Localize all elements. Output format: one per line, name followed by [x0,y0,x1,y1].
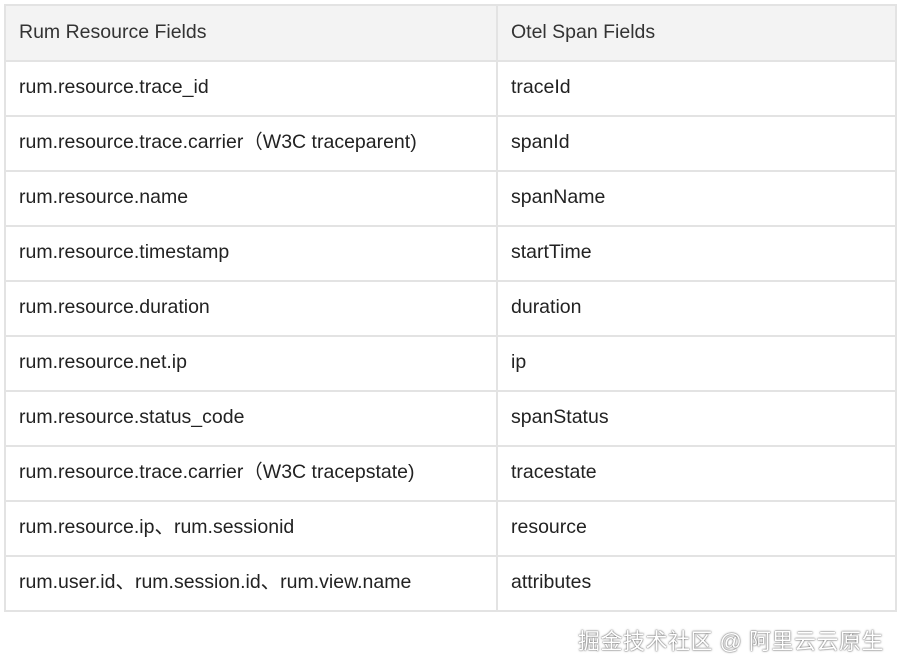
table-row: rum.user.id、rum.session.id、rum.view.name… [4,555,897,612]
otel-field-cell: ip [496,335,897,392]
header-rum-resource-fields: Rum Resource Fields [4,4,498,62]
header-row: Rum Resource Fields Otel Span Fields [4,4,897,62]
table-body: rum.resource.trace_id traceId rum.resour… [4,60,897,612]
otel-field-cell: spanName [496,170,897,227]
otel-field-cell: spanStatus [496,390,897,447]
table-row: rum.resource.trace.carrier（W3C tracepare… [4,115,897,172]
rum-field-cell: rum.resource.trace.carrier（W3C tracepare… [4,115,498,172]
field-mapping-table: Rum Resource Fields Otel Span Fields rum… [4,4,897,612]
table-row: rum.resource.timestamp startTime [4,225,897,282]
otel-field-cell: resource [496,500,897,557]
table-header: Rum Resource Fields Otel Span Fields [4,4,897,62]
rum-field-cell: rum.resource.timestamp [4,225,498,282]
table-row: rum.resource.ip、rum.sessionid resource [4,500,897,557]
table-row: rum.resource.trace_id traceId [4,60,897,117]
otel-field-cell: traceId [496,60,897,117]
otel-field-cell: startTime [496,225,897,282]
table-row: rum.resource.status_code spanStatus [4,390,897,447]
otel-field-cell: tracestate [496,445,897,502]
rum-field-cell: rum.resource.name [4,170,498,227]
header-otel-span-fields: Otel Span Fields [496,4,897,62]
table-row: rum.resource.net.ip ip [4,335,897,392]
rum-field-cell: rum.resource.status_code [4,390,498,447]
table-row: rum.resource.name spanName [4,170,897,227]
rum-field-cell: rum.resource.duration [4,280,498,337]
rum-field-cell: rum.resource.net.ip [4,335,498,392]
rum-field-cell: rum.resource.trace_id [4,60,498,117]
rum-field-cell: rum.resource.ip、rum.sessionid [4,500,498,557]
otel-field-cell: attributes [496,555,897,612]
rum-field-cell: rum.resource.trace.carrier（W3C tracepsta… [4,445,498,502]
table-row: rum.resource.trace.carrier（W3C tracepsta… [4,445,897,502]
otel-field-cell: duration [496,280,897,337]
watermark: 掘金技术社区 @ 阿里云云原生 [577,629,884,654]
rum-field-cell: rum.user.id、rum.session.id、rum.view.name [4,555,498,612]
field-mapping-table-container: Rum Resource Fields Otel Span Fields rum… [4,4,897,612]
otel-field-cell: spanId [496,115,897,172]
table-row: rum.resource.duration duration [4,280,897,337]
